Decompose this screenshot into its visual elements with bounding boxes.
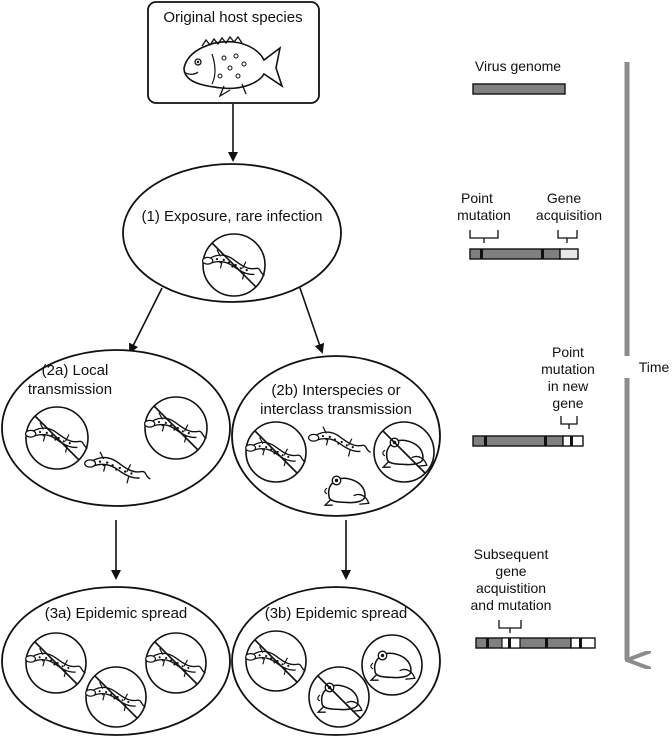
no-symbol-icon xyxy=(245,421,307,483)
annot-point-mutation-l2: mutation xyxy=(457,207,511,223)
no-symbol-icon xyxy=(143,396,208,460)
genome-bar-stage1 xyxy=(469,248,561,260)
no-symbol-icon xyxy=(85,666,147,728)
brace-subsequent xyxy=(498,620,522,633)
stage1-label: (1) Exposure, rare infection xyxy=(142,208,323,225)
brace-new-gene xyxy=(560,416,578,429)
no-symbol-icon xyxy=(145,632,207,694)
no-symbol-icon xyxy=(25,632,87,694)
brace-point-mutation xyxy=(469,230,499,243)
stage2a-label-line2: transmission xyxy=(28,381,112,398)
no-symbol-icon xyxy=(24,406,89,470)
annot-gene-acquisition-l1: Gene xyxy=(547,190,581,206)
no-symbol-icon xyxy=(201,233,266,297)
genome-legend-label: Virus genome xyxy=(475,58,561,74)
no-symbol-icon xyxy=(361,634,423,696)
annot-new-gene-l3: in new xyxy=(548,378,589,394)
host-species-label: Original host species xyxy=(163,9,302,26)
stage3b-ellipse xyxy=(231,586,441,736)
annot-subsequent-l3: acquistition xyxy=(476,580,546,596)
annot-gene-acquisition-l2: acquisition xyxy=(536,207,602,223)
annot-subsequent-l4: and mutation xyxy=(471,597,552,613)
genome-bar-stage3-new-gene xyxy=(570,637,596,649)
genome-bar-stage3 xyxy=(475,637,572,649)
brace-gene-acquisition xyxy=(557,230,578,243)
annot-new-gene-l1: Point xyxy=(552,344,584,360)
annot-point-mutation-l1: Point xyxy=(461,190,493,206)
stage3a-label: (3a) Epidemic spread xyxy=(45,605,188,622)
annot-new-gene-l4: gene xyxy=(552,395,583,411)
genome-bar-original xyxy=(472,83,566,95)
stage3b-label: (3b) Epidemic spread xyxy=(265,605,408,622)
time-label: Time xyxy=(639,359,670,375)
stage2b-label-line1: (2b) Interspecies or xyxy=(271,382,400,399)
stage2a-label-line1: (2a) Local xyxy=(42,362,109,379)
no-symbol-icon xyxy=(308,666,370,728)
arrow-stage1-to-2b xyxy=(299,287,325,354)
fish-icon xyxy=(183,35,284,98)
annot-subsequent-l1: Subsequent xyxy=(474,546,549,562)
no-symbol-icon xyxy=(245,630,307,692)
annot-new-gene-l2: mutation xyxy=(541,361,595,377)
annot-subsequent-l2: gene xyxy=(495,563,526,579)
genome-bar-stage1-new-gene xyxy=(559,248,579,260)
stage3a-ellipse xyxy=(1,586,231,736)
stage1-ellipse xyxy=(122,163,342,303)
no-symbol-icon xyxy=(373,421,435,483)
stage2b-label-line2: interclass transmission xyxy=(260,401,412,418)
arrow-stage1-to-2a xyxy=(129,287,163,354)
